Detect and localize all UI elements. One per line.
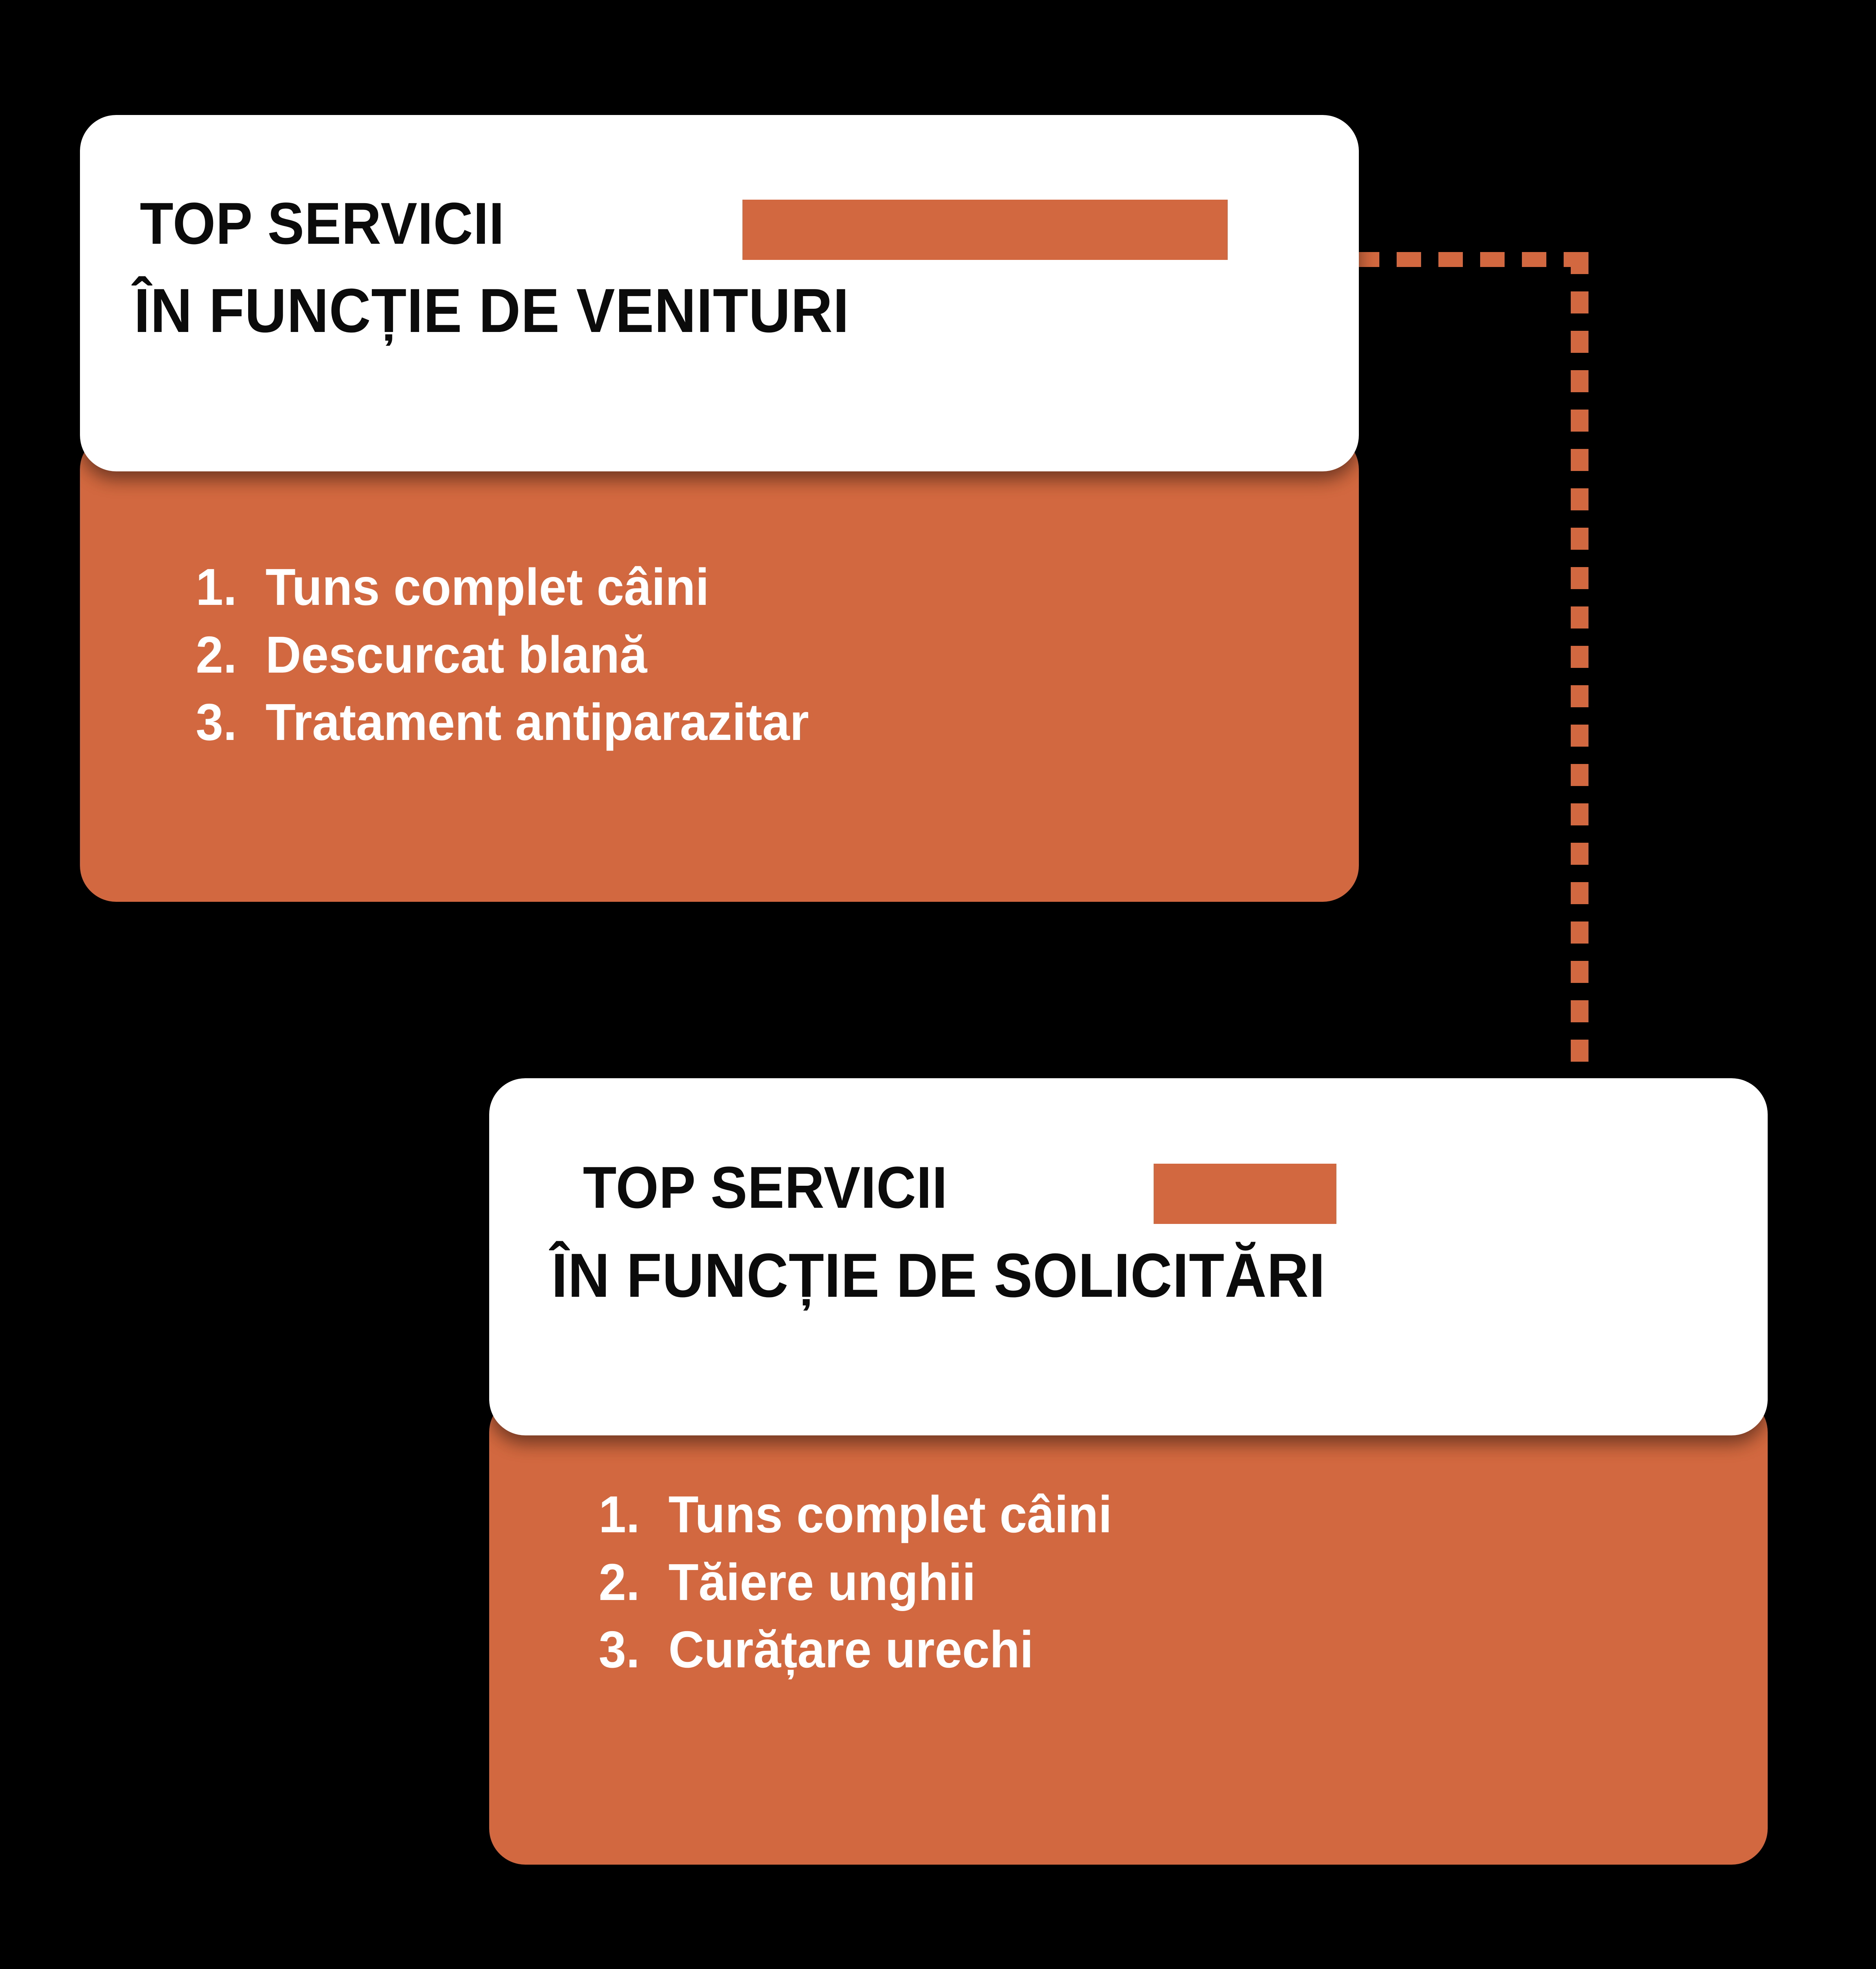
- list-item-index: 2.: [196, 625, 237, 684]
- requests-service-list: 1. Tuns complet câini 2. Tăiere unghii 3…: [599, 1481, 1112, 1683]
- list-item-index: 2.: [599, 1553, 640, 1611]
- list-item-label: Tuns complet câini: [265, 558, 709, 616]
- list-item: 1. Tuns complet câini: [196, 553, 809, 621]
- list-item-label: Descurcat blană: [265, 625, 647, 684]
- list-item-index: 3.: [196, 693, 237, 751]
- list-item: 2. Tăiere unghii: [599, 1548, 1112, 1616]
- accent-bar-requests: [1154, 1164, 1336, 1224]
- accent-bar-revenue: [742, 200, 1228, 260]
- list-item-index: 1.: [196, 558, 237, 616]
- list-item: 3. Tratament antiparazitar: [196, 688, 809, 756]
- connector-horizontal-dashed-line: [1355, 252, 1591, 267]
- revenue-heading-line-1: TOP SERVICII: [140, 190, 505, 256]
- list-item: 1. Tuns complet câini: [599, 1481, 1112, 1548]
- requests-header-panel: [489, 1078, 1768, 1435]
- revenue-list-panel: [80, 433, 1359, 902]
- requests-heading-line-1: TOP SERVICII: [583, 1154, 948, 1220]
- list-item-label: Curățare urechi: [668, 1620, 1034, 1679]
- revenue-header-panel: [80, 115, 1359, 471]
- list-item-label: Tratament antiparazitar: [265, 693, 809, 751]
- revenue-service-list: 1. Tuns complet câini 2. Descurcat blană…: [196, 553, 809, 756]
- list-item-label: Tăiere unghii: [668, 1553, 976, 1611]
- revenue-heading-line-2: ÎN FUNCȚIE DE VENITURI: [134, 276, 850, 345]
- requests-list-panel: [489, 1396, 1768, 1865]
- list-item-index: 3.: [599, 1620, 640, 1679]
- list-item: 3. Curățare urechi: [599, 1616, 1112, 1683]
- requests-heading-line-2: ÎN FUNCȚIE DE SOLICITĂRI: [551, 1241, 1326, 1310]
- list-item: 2. Descurcat blană: [196, 621, 809, 689]
- connector-vertical-dashed-line: [1571, 252, 1588, 1083]
- list-item-index: 1.: [599, 1485, 640, 1543]
- list-item-label: Tuns complet câini: [668, 1485, 1112, 1543]
